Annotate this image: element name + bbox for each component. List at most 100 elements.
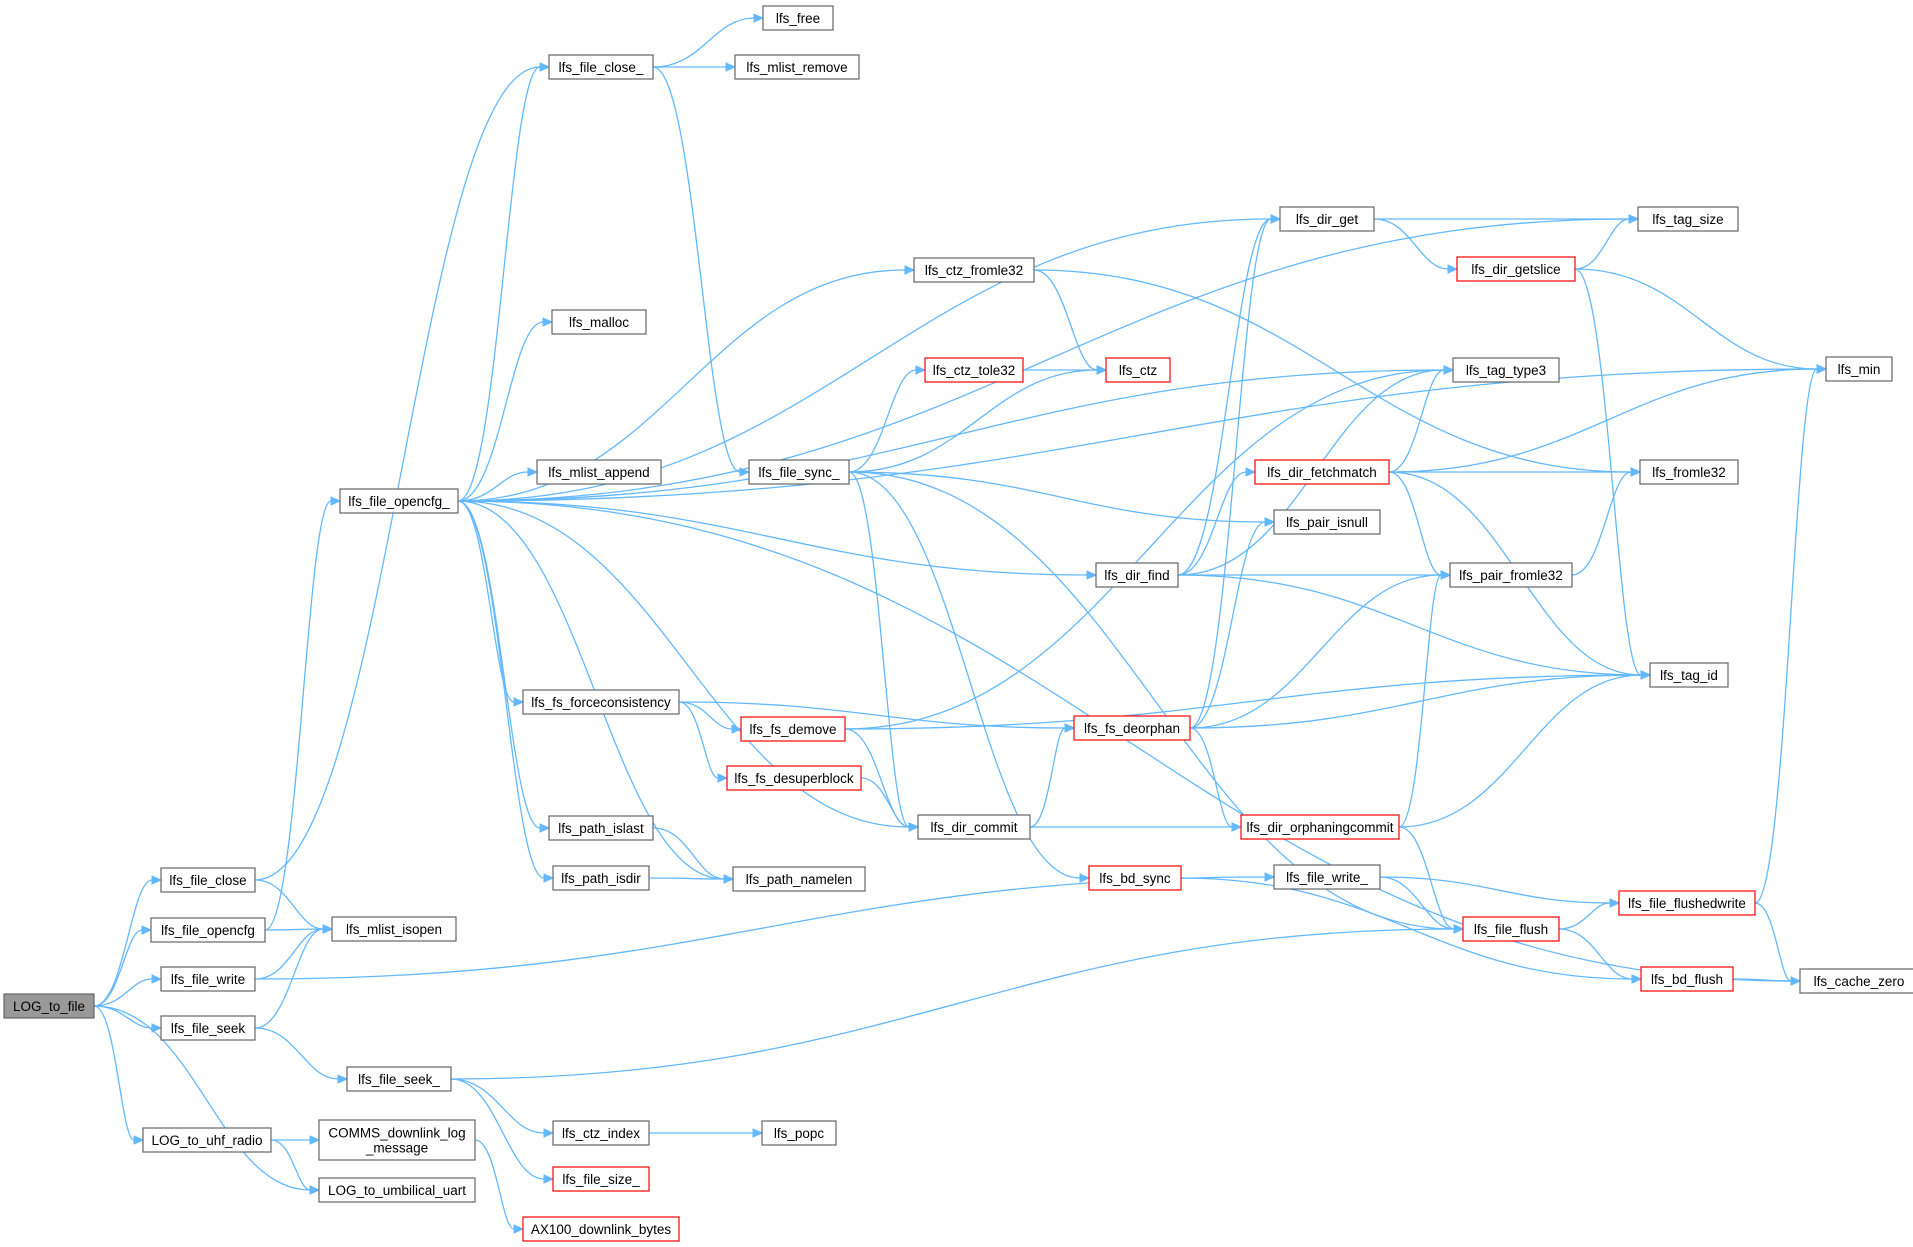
edge-line (678, 701, 1066, 729)
node-label: lfs_file_write (171, 972, 245, 987)
call-edge-lfs-file-write--to-lfs-file-flush (1379, 876, 1465, 934)
node-label: lfs_dir_fetchmatch (1267, 465, 1377, 480)
node-lfs-fromle32[interactable]: lfs_fromle32 (1639, 459, 1739, 485)
node-lfs-dir-fetchmatch[interactable]: lfs_dir_fetchmatch (1254, 459, 1390, 485)
node-lfs-file-flush[interactable]: lfs_file_flush (1462, 916, 1560, 942)
node-lfs-ctz[interactable]: lfs_ctz (1105, 357, 1171, 383)
node-box (1640, 966, 1734, 992)
call-edge-lfs-file-flush-to-lfs-file-flushedwrite (1558, 898, 1621, 930)
node-lfs-file-seek[interactable]: lfs_file_seek (160, 1015, 256, 1041)
call-edge-log-to-file-to-lfs-file-close (93, 875, 163, 1007)
node-lfs-path-namelen[interactable]: lfs_path_namelen (732, 866, 866, 892)
edge-line (1033, 269, 1632, 473)
edge-line (1379, 876, 1455, 930)
node-lfs-ctz-tole32[interactable]: lfs_ctz_tole32 (924, 357, 1024, 383)
edge-line (254, 928, 324, 1029)
arrowhead-icon (1453, 924, 1465, 934)
node-box (1462, 916, 1560, 942)
node-box (346, 1066, 452, 1092)
call-edge-lfs-dir-find-to-lfs-dir-fetchmatch (1177, 467, 1257, 576)
arrowhead-icon (1245, 467, 1257, 477)
arrowhead-icon (725, 62, 737, 72)
node-lfs-tag-size[interactable]: lfs_tag_size (1637, 206, 1739, 232)
node-box (917, 814, 1031, 840)
node-label: _message (365, 1141, 428, 1156)
node-box (3, 993, 95, 1019)
edge-line (678, 701, 733, 730)
node-lfs-malloc[interactable]: lfs_malloc (551, 309, 647, 335)
call-edge-lfs-file-seek--to-lfs-file-flush (450, 924, 1465, 1080)
call-edge-lfs-file-flushedwrite-to-lfs-cache-zero (1754, 902, 1802, 986)
node-lfs-dir-orphaningcommit[interactable]: lfs_dir_orphaningcommit (1240, 814, 1400, 840)
node-lfs-mlist-remove[interactable]: lfs_mlist_remove (734, 54, 860, 80)
node-box (1825, 356, 1893, 382)
call-edge-lfs-fs-demove-to-lfs-tag-type3 (844, 365, 1455, 730)
node-log-to-file[interactable]: LOG_to_file (3, 993, 95, 1019)
call-edge-lfs-fs-forceconsistency-to-lfs-fs-desuperblock (678, 701, 729, 783)
node-lfs-fs-forceconsistency[interactable]: lfs_fs_forceconsistency (522, 689, 680, 715)
node-lfs-file-opencfg[interactable]: lfs_file_opencfg (150, 917, 266, 943)
node-lfs-tag-type3[interactable]: lfs_tag_type3 (1452, 357, 1560, 383)
node-lfs-dir-getslice[interactable]: lfs_dir_getslice (1456, 256, 1576, 282)
edge-line (93, 929, 143, 1007)
edge-line (254, 1027, 339, 1080)
node-lfs-path-isdir[interactable]: lfs_path_isdir (552, 865, 650, 891)
arrowhead-icon (513, 697, 525, 707)
call-edge-lfs-file-close--to-lfs-mlist-remove (653, 62, 737, 72)
node-lfs-free[interactable]: lfs_free (762, 5, 834, 31)
node-lfs-min[interactable]: lfs_min (1825, 356, 1893, 382)
node-label: lfs_file_close (169, 873, 246, 888)
call-edge-lfs-fs-deorphan-to-lfs-tag-id (1189, 670, 1652, 729)
node-label: lfs_tag_type3 (1466, 363, 1546, 378)
node-lfs-file-seek-[interactable]: lfs_file_seek_ (346, 1066, 452, 1092)
node-label: lfs_ctz (1119, 363, 1158, 378)
edge-line (1754, 902, 1792, 982)
node-lfs-file-sync-[interactable]: lfs_file_sync_ (748, 459, 850, 485)
node-lfs-ctz-index[interactable]: lfs_ctz_index (552, 1120, 650, 1146)
node-lfs-cache-zero[interactable]: lfs_cache_zero (1799, 968, 1913, 994)
node-lfs-fs-deorphan[interactable]: lfs_fs_deorphan (1073, 715, 1191, 741)
node-lfs-pair-isnull[interactable]: lfs_pair_isnull (1273, 509, 1381, 535)
node-label: LOG_to_uhf_radio (151, 1133, 262, 1148)
node-lfs-file-flushedwrite[interactable]: lfs_file_flushedwrite (1618, 890, 1756, 916)
node-lfs-dir-commit[interactable]: lfs_dir_commit (917, 814, 1031, 840)
edge-line (1189, 521, 1266, 729)
node-lfs-file-size-[interactable]: lfs_file_size_ (552, 1166, 650, 1192)
node-lfs-dir-find[interactable]: lfs_dir_find (1095, 562, 1179, 588)
node-lfs-tag-id[interactable]: lfs_tag_id (1649, 662, 1729, 688)
node-label: lfs_file_flush (1474, 922, 1548, 937)
node-label: lfs_pair_fromle32 (1459, 568, 1563, 583)
node-lfs-mlist-isopen[interactable]: lfs_mlist_isopen (331, 916, 457, 942)
node-lfs-file-close[interactable]: lfs_file_close (160, 867, 256, 893)
node-lfs-fs-desuperblock[interactable]: lfs_fs_desuperblock (726, 765, 862, 791)
node-lfs-mlist-append[interactable]: lfs_mlist_append (536, 459, 662, 485)
node-lfs-bd-sync[interactable]: lfs_bd_sync (1088, 865, 1182, 891)
node-ax100-downlink-bytes[interactable]: AX100_downlink_bytes (522, 1216, 680, 1242)
node-label: lfs_ctz_fromle32 (925, 263, 1023, 278)
node-lfs-bd-flush[interactable]: lfs_bd_flush (1640, 966, 1734, 992)
call-edge-lfs-file-opencfg--to-lfs-path-islast (457, 500, 551, 833)
node-comms-downlink-log-message[interactable]: COMMS_downlink_log_message (318, 1119, 476, 1161)
node-label: lfs_fromle32 (1652, 465, 1726, 480)
node-lfs-pair-fromle32[interactable]: lfs_pair_fromle32 (1449, 562, 1573, 588)
node-log-to-umbilical-uart[interactable]: LOG_to_umbilical_uart (318, 1177, 476, 1203)
node-lfs-fs-demove[interactable]: lfs_fs_demove (740, 716, 846, 742)
node-box (1240, 814, 1400, 840)
node-lfs-popc[interactable]: lfs_popc (761, 1120, 837, 1146)
node-lfs-file-write[interactable]: lfs_file_write (160, 966, 256, 992)
node-lfs-path-islast[interactable]: lfs_path_islast (548, 815, 654, 841)
edge-line (1574, 268, 1818, 370)
node-lfs-file-write-[interactable]: lfs_file_write_ (1273, 864, 1381, 890)
node-log-to-uhf-radio[interactable]: LOG_to_uhf_radio (142, 1127, 272, 1153)
edge-line (848, 471, 1081, 879)
node-lfs-dir-get[interactable]: lfs_dir_get (1279, 206, 1375, 232)
node-label: lfs_bd_flush (1651, 972, 1723, 987)
node-box (740, 716, 846, 742)
arrowhead-icon (1443, 365, 1455, 375)
node-lfs-ctz-fromle32[interactable]: lfs_ctz_fromle32 (913, 257, 1035, 283)
call-edge-lfs-fs-forceconsistency-to-lfs-fs-demove (678, 701, 743, 734)
node-lfs-file-close-[interactable]: lfs_file_close_ (548, 54, 654, 80)
node-lfs-file-opencfg-[interactable]: lfs_file_opencfg_ (339, 488, 459, 514)
edge-line (450, 1078, 545, 1180)
